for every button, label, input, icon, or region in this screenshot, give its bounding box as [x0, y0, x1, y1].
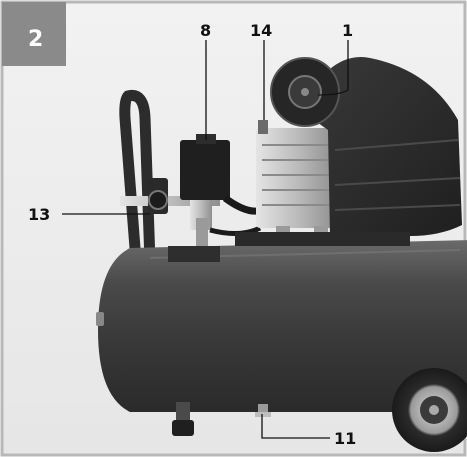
pump-base-plate	[235, 232, 410, 246]
transport-wheel	[392, 368, 467, 452]
drain-valve	[255, 404, 271, 417]
callout-11: 11	[334, 429, 356, 448]
figure-number: 2	[28, 27, 43, 52]
handle-mount	[168, 246, 220, 262]
pressure-switch	[180, 134, 230, 200]
safety-valve	[258, 120, 268, 134]
callout-14: 14	[250, 21, 272, 40]
leader-line-1	[317, 40, 349, 96]
air-filter	[270, 57, 340, 127]
rubber-foot	[172, 402, 194, 436]
callout-13: 13	[28, 205, 50, 224]
motor-cover	[300, 57, 462, 236]
figure-number-badge: 2	[2, 2, 66, 66]
carry-handle	[119, 90, 156, 268]
leader-line-11	[261, 414, 330, 439]
callout-1: 1	[342, 21, 353, 40]
tank-fitting	[96, 312, 104, 326]
callout-8: 8	[200, 21, 211, 40]
